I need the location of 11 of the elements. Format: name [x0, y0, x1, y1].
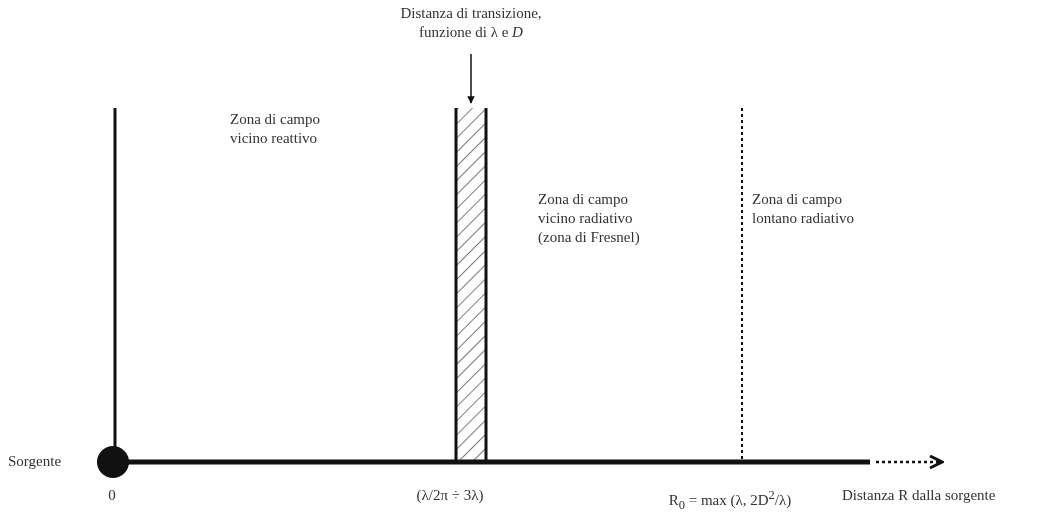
arrow — [467, 53, 475, 104]
callout-text: Distanza di transizione, funzione di λ e D — [381, 4, 561, 42]
hatched-transition-band — [454, 108, 488, 462]
axis-tick-label: (λ/2π ÷ 3λ) — [415, 486, 485, 505]
axis-tick-label: 0 — [107, 486, 117, 505]
axis-title: Distanza R dalla sorgente — [842, 486, 997, 505]
zone-label: Zona di campo vicino radiativo (zona di Fresnel) — [538, 190, 641, 247]
source-label: Sorgente — [8, 452, 63, 471]
zone-label: Zona di campo vicino reattivo — [230, 110, 321, 148]
axis-tick-label: R$_{0}$ = max (λ, 2D$^{2}$/λ) — [667, 487, 793, 514]
zone-label: Zona di campo lontano radiativo — [752, 190, 856, 228]
